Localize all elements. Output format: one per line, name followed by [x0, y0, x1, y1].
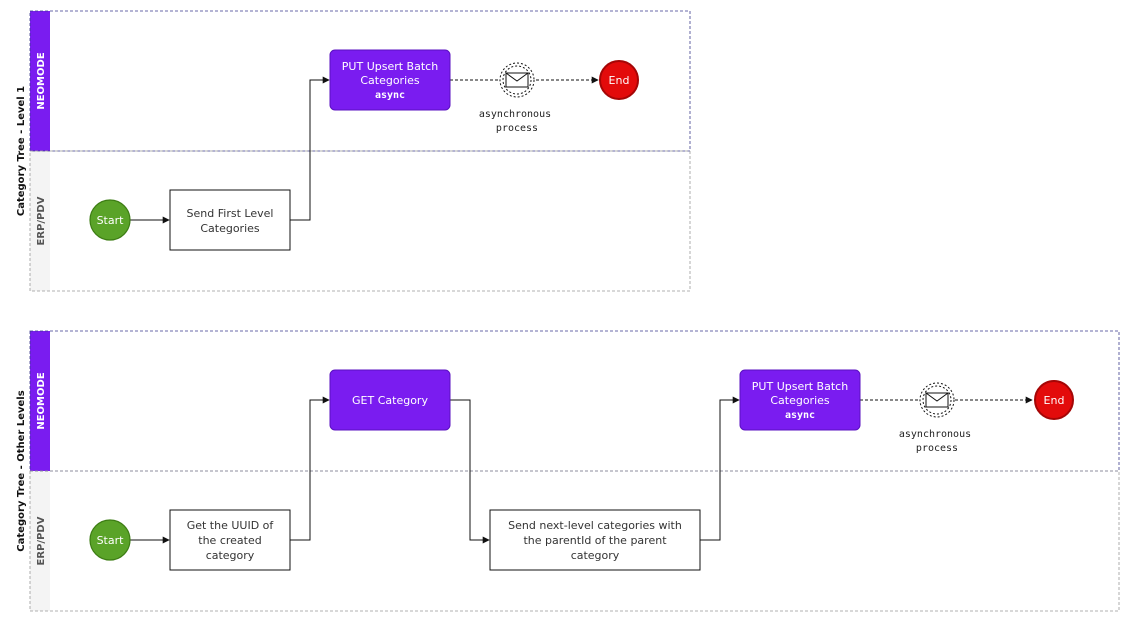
pool-title: Category Tree - Level 1 [16, 86, 27, 216]
flow-send-to-put [290, 76, 330, 221]
pool-title-strip [10, 331, 30, 611]
task-code-label: async [785, 410, 815, 421]
task-label-line: category [206, 549, 255, 562]
task-get-category[interactable]: GET Category [329, 369, 451, 431]
flow-send-next-to-put [700, 396, 740, 541]
task-label-line: GET Category [352, 394, 428, 407]
task-label-line: Categories [770, 394, 830, 407]
pool-title-strip [10, 11, 30, 291]
lane-label-neomode: NEOMODE [36, 52, 47, 109]
lane-label-neomode: NEOMODE [36, 372, 47, 429]
lane-erp [29, 150, 691, 292]
lane-header-erp [30, 471, 50, 611]
lane-erp [29, 470, 1120, 612]
message-label-line: process [496, 123, 538, 134]
envelope-icon [505, 72, 529, 88]
message-event[interactable] [919, 382, 955, 418]
lane-header-neomode [30, 331, 50, 471]
end-label: End [609, 74, 630, 87]
task-label-line: the parentId of the parent [523, 534, 667, 547]
pool-level-1: Category Tree - Level 1 NEOMODE ERP/PDV … [10, 10, 691, 292]
task-label-line: Send next-level categories with [508, 519, 682, 532]
task-get-uuid[interactable]: Get the UUID of the created category [169, 509, 291, 571]
task-label-line: Categories [200, 222, 260, 235]
lane-header-neomode [30, 11, 50, 151]
task-label-line: Send First Level [187, 207, 274, 220]
pool-other-levels: Category Tree - Other Levels NEOMODE ERP… [10, 330, 1120, 612]
task-label-line: PUT Upsert Batch [752, 380, 848, 393]
lane-neomode [29, 330, 1120, 472]
task-label-line: Get the UUID of [187, 519, 275, 532]
task-send-first-level[interactable]: Send First Level Categories [169, 189, 291, 251]
start-label: Start [97, 214, 125, 227]
envelope-icon [925, 392, 949, 408]
task-label-line: the created [198, 534, 261, 547]
lane-label-erp: ERP/PDV [36, 516, 47, 565]
task-label-line: Categories [360, 74, 420, 87]
start-event[interactable]: Start [89, 519, 131, 561]
start-event[interactable]: Start [89, 199, 131, 241]
message-event[interactable] [499, 62, 535, 98]
task-code-label: async [375, 90, 405, 101]
pool-title: Category Tree - Other Levels [16, 390, 27, 551]
end-event[interactable]: End [599, 60, 639, 100]
end-event[interactable]: End [1034, 380, 1074, 420]
end-label: End [1044, 394, 1065, 407]
message-label-line: process [916, 443, 958, 454]
task-label-line: PUT Upsert Batch [342, 60, 438, 73]
start-label: Start [97, 534, 125, 547]
task-send-next-level[interactable]: Send next-level categories with the pare… [489, 509, 701, 571]
flow-get-category-to-send-next [450, 399, 490, 544]
message-label-line: asynchronous [479, 109, 551, 120]
task-put-upsert-batch[interactable]: PUT Upsert Batch Categories async [329, 49, 451, 111]
lane-header-erp [30, 151, 50, 291]
message-label-line: asynchronous [899, 429, 971, 440]
flow-get-uuid-to-get-category [290, 396, 330, 541]
task-label-line: category [571, 549, 620, 562]
lane-label-erp: ERP/PDV [36, 196, 47, 245]
task-put-upsert-batch[interactable]: PUT Upsert Batch Categories async [739, 369, 861, 431]
